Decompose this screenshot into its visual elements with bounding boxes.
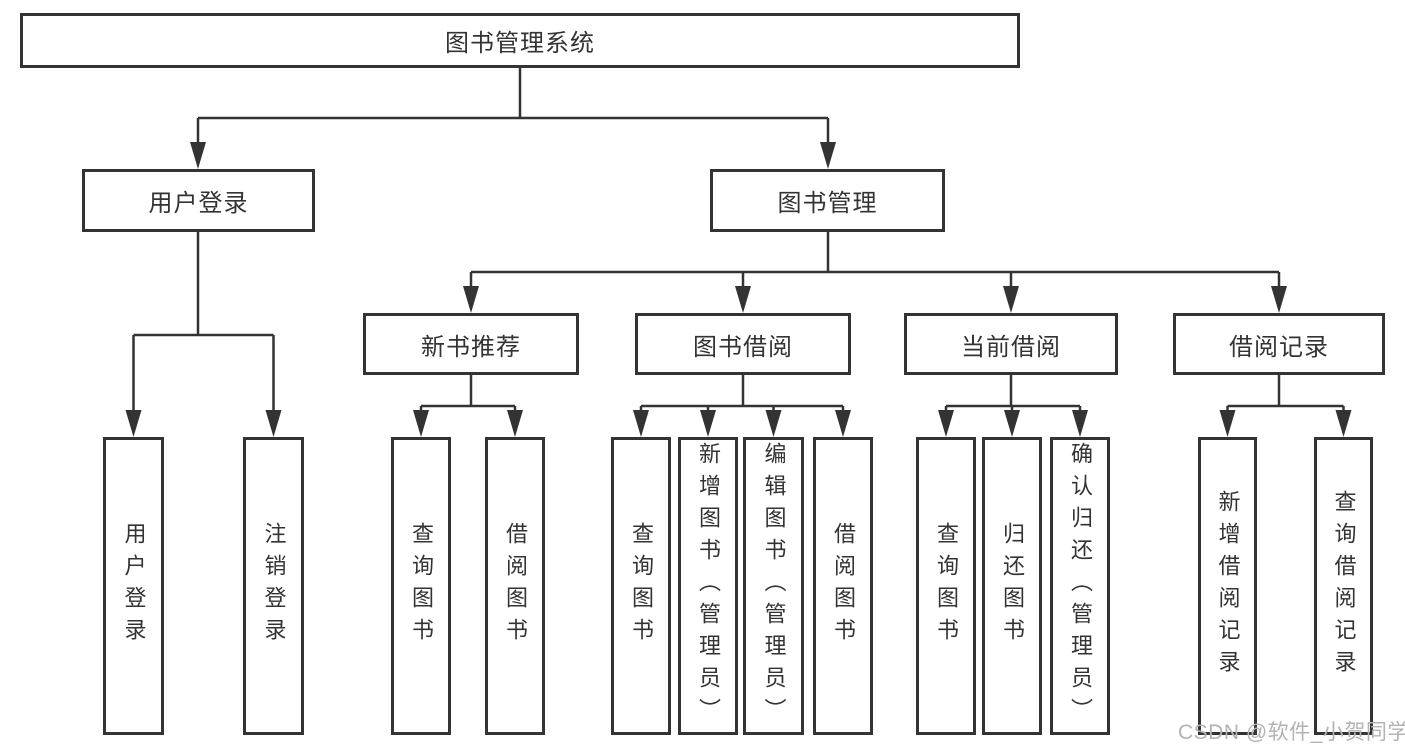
leaf-confirm-return-admin-label: 确认归还（管理员） (1068, 442, 1093, 730)
leaf-query-books-borrowing-label: 查询图书 (629, 522, 654, 650)
node-book-borrowing: 图书借阅 (635, 313, 851, 375)
tree-connector-lines (132, 68, 1345, 412)
leaf-confirm-return-admin: 确认归还（管理员） (1050, 437, 1110, 735)
leaf-query-books-recommend: 查询图书 (391, 437, 451, 735)
node-new-book-recommendation: 新书推荐 (363, 313, 579, 375)
leaf-query-books-current-label: 查询图书 (934, 522, 959, 650)
leaf-borrow-books-borrowing: 借阅图书 (813, 437, 873, 735)
node-book-management: 图书管理 (710, 169, 945, 232)
leaf-logout: 注销登录 (243, 437, 304, 735)
leaf-query-borrow-record: 查询借阅记录 (1314, 437, 1373, 735)
leaf-query-books-current: 查询图书 (916, 437, 976, 735)
leaf-return-book-label: 归还图书 (1000, 522, 1025, 650)
leaf-edit-book-admin: 编辑图书（管理员） (743, 437, 804, 735)
leaf-add-borrow-record-label: 新增借阅记录 (1215, 490, 1241, 682)
arrowhead-icons (125, 142, 1352, 437)
leaf-return-book: 归还图书 (982, 437, 1042, 735)
watermark: CSDN @软件_小贺同学 (1178, 721, 1405, 744)
node-library-system: 图书管理系统 (20, 13, 1020, 68)
leaf-borrow-books-borrowing-label: 借阅图书 (831, 522, 856, 650)
node-user-login: 用户登录 (82, 169, 315, 232)
leaf-add-book-admin-label: 新增图书（管理员） (696, 442, 721, 730)
leaf-query-borrow-record-label: 查询借阅记录 (1331, 490, 1357, 682)
leaf-user-login: 用户登录 (103, 437, 164, 735)
leaf-add-borrow-record: 新增借阅记录 (1198, 437, 1257, 735)
leaf-add-book-admin: 新增图书（管理员） (678, 437, 738, 735)
node-borrowing-records: 借阅记录 (1173, 313, 1385, 375)
leaf-borrow-books-recommend: 借阅图书 (485, 437, 545, 735)
leaf-borrow-books-recommend-label: 借阅图书 (503, 522, 528, 650)
leaf-query-books-recommend-label: 查询图书 (409, 522, 434, 650)
leaf-query-books-borrowing: 查询图书 (611, 437, 671, 735)
leaf-edit-book-admin-label: 编辑图书（管理员） (761, 442, 787, 730)
leaf-user-login-label: 用户登录 (121, 522, 147, 650)
node-current-borrowing: 当前借阅 (904, 313, 1118, 375)
leaf-logout-label: 注销登录 (261, 522, 287, 650)
